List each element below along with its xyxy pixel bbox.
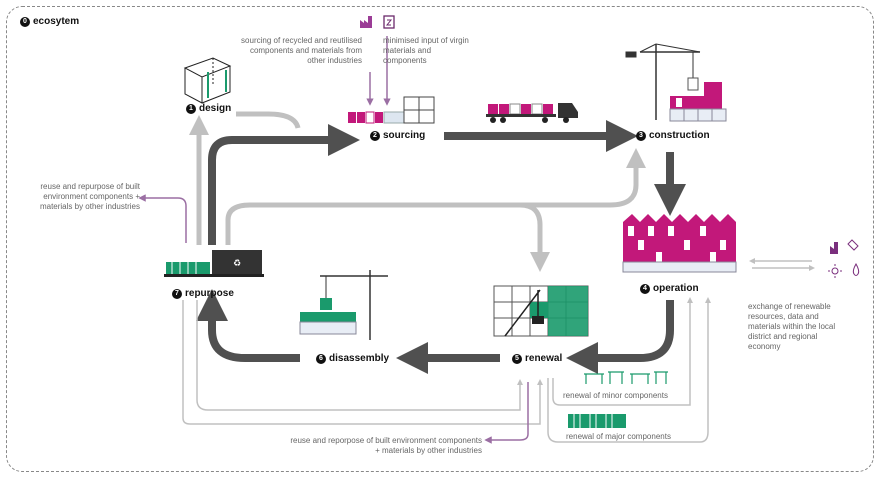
external-flows — [138, 36, 529, 444]
construction-building — [669, 77, 727, 122]
major-components-icon — [568, 414, 626, 428]
note-reuse-bottom: reuse and reporpose of built environment… — [290, 436, 482, 455]
design-illustration — [183, 57, 232, 104]
note-minor: renewal of minor components — [563, 391, 668, 400]
svg-text:♻: ♻ — [233, 259, 241, 269]
truck-icon — [486, 103, 578, 123]
secondary-arrows — [189, 111, 646, 272]
ecosystem-frame — [6, 6, 874, 472]
note-sourcing-recycled: sourcing of recycled and reutilised comp… — [241, 36, 362, 65]
note-major: renewal of major components — [566, 432, 671, 441]
note-reuse-left: reuse and repurpose of built environment… — [39, 182, 140, 211]
minor-components-icon — [584, 371, 668, 384]
sourcing-illustration — [348, 96, 435, 124]
water-drop-icon — [852, 262, 860, 276]
operation-building — [622, 214, 737, 273]
disassembly-illustration — [299, 270, 388, 340]
crane-icon — [625, 43, 701, 120]
note-virgin-input: minimised input of virgin materials and … — [383, 36, 469, 65]
sun-icon — [828, 264, 842, 278]
renewal-building — [493, 285, 589, 337]
repurpose-illustration: ♻ — [164, 250, 264, 277]
exchange-icons — [830, 239, 859, 254]
note-exchange: exchange of renewable resources, data an… — [748, 302, 836, 351]
recycle-bin-icon — [383, 15, 395, 29]
return-lines — [182, 258, 815, 443]
factory-icon — [360, 16, 372, 28]
main-cycle-arrows — [196, 120, 686, 374]
